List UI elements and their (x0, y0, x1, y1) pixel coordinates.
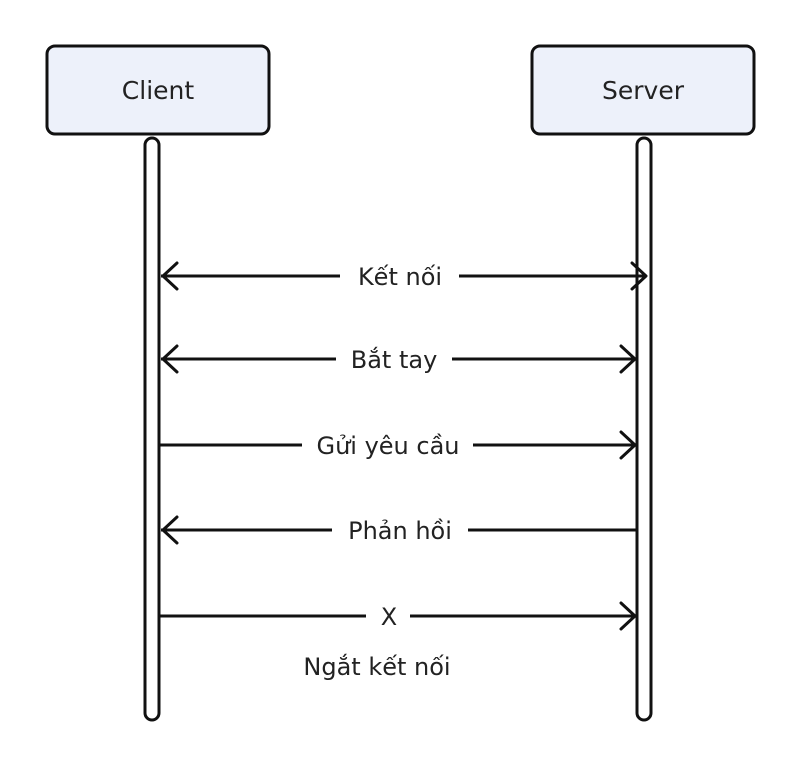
arrow-head-left (161, 261, 179, 291)
lifeline-client (143, 136, 161, 722)
actor-server: Server (530, 44, 756, 136)
message-connect: Kết nối (161, 261, 648, 291)
arrow-head-left (161, 344, 179, 374)
lifeline-server (635, 136, 653, 722)
arrow-head-right (630, 261, 648, 291)
actor-server-box (530, 44, 756, 136)
arrow-head-right (619, 601, 637, 631)
arrow-head-right (619, 344, 637, 374)
actor-client: Client (45, 44, 271, 136)
arrow-head-left (161, 515, 179, 545)
message-response-label: Phản hồi (348, 517, 452, 545)
message-handshake-label: Bắt tay (351, 345, 438, 374)
message-disconnect: X (159, 601, 637, 631)
message-response: Phản hồi (161, 515, 637, 545)
message-request: Gửi yêu cầu (159, 430, 637, 460)
arrow-head-right (619, 430, 637, 460)
actor-client-box (45, 44, 271, 136)
message-request-label: Gửi yêu cầu (316, 432, 459, 460)
actor-client-label: Client (122, 76, 195, 105)
disconnect-note: Ngắt kết nối (303, 652, 450, 681)
actor-server-label: Server (602, 76, 685, 105)
message-disconnect-label: X (381, 603, 397, 631)
message-connect-label: Kết nối (358, 263, 442, 291)
message-handshake: Bắt tay (161, 344, 637, 374)
